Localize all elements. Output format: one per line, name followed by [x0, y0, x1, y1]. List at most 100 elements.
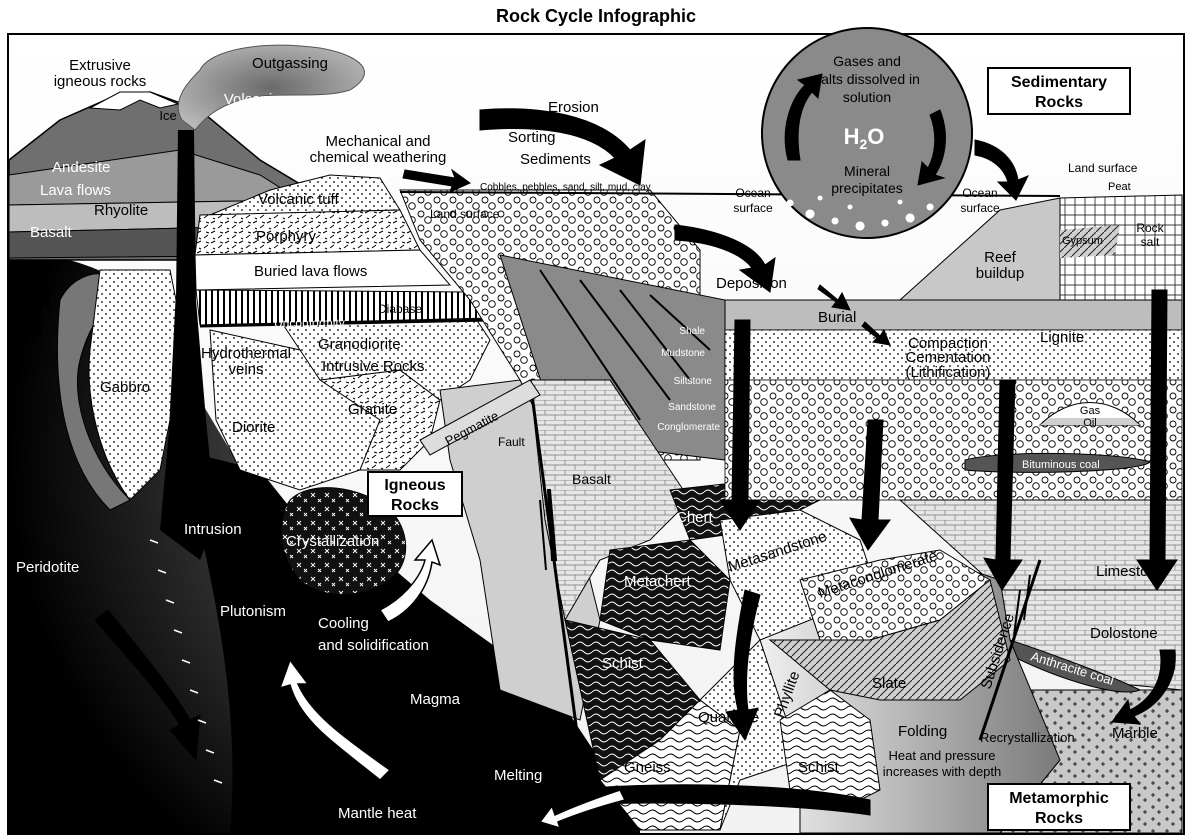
label-rock-salt-2: salt: [1141, 235, 1160, 249]
sed-down-arrow-3: [983, 379, 1023, 591]
conglomerate-layer-right: [724, 379, 1183, 501]
label-limestone: Limestone: [1096, 563, 1165, 580]
oil-band: [1040, 418, 1140, 425]
label-reef-2: buildup: [976, 265, 1024, 282]
label-gas: Gas: [1080, 405, 1101, 417]
label-buried-lava: Buried lava flows: [254, 263, 367, 280]
label-ocean-surface-2a: Ocean: [962, 186, 997, 200]
label-sediments: Sediments: [520, 151, 591, 168]
label-diabase: Diabase: [378, 302, 422, 316]
label-ocean-surface-1a: Ocean: [735, 186, 770, 200]
melting-return-arrow: [538, 789, 627, 830]
label-sorting: Sorting: [508, 129, 556, 146]
label-compaction-1: Compaction: [908, 335, 988, 352]
label-burial: Burial: [818, 309, 856, 326]
label-fault: Fault: [498, 435, 525, 449]
label-cooling-1: Cooling: [318, 615, 369, 632]
volcanic-conduit: [160, 130, 216, 560]
mantle-up-arrow: [27, 289, 51, 336]
label-hydrothermal-2: veins: [228, 361, 263, 378]
label-chert: Chert: [676, 509, 714, 526]
label-slate: Slate: [872, 675, 906, 692]
label-plutonism: Plutonism: [220, 603, 286, 620]
igneous-box-label-1: Igneous: [384, 477, 445, 494]
label-conglomerate: Conglomerate: [657, 422, 720, 433]
label-gneiss: Gneiss: [624, 759, 671, 776]
phyllite-slate-body: [768, 579, 1011, 701]
label-mantle-heat: Mantle heat: [338, 805, 417, 822]
label-extrusive-2: igneous rocks: [54, 73, 147, 90]
fault-arrows: [539, 489, 1031, 636]
gases-label-line-3: solution: [843, 89, 891, 105]
label-andesite: Andesite: [52, 159, 110, 176]
sedimentary-box-label-1: Sedimentary: [1011, 74, 1107, 91]
label-mech-1: Mechanical and: [325, 133, 430, 150]
gypsum-band: [1060, 225, 1120, 258]
label-hydrothermal-1: Hydrothermal: [201, 345, 291, 362]
igneous-box-label-2: Rocks: [391, 497, 439, 514]
label-volcanic-tuff: Volcanic tuff: [258, 191, 339, 208]
label-basalt-mid: Basalt: [572, 471, 611, 487]
water-cycle-precip-dots: [786, 195, 934, 231]
metamorphic-box-label-1: Metamorphic: [1009, 790, 1109, 807]
sedimentary-return-arrow: [974, 139, 1030, 201]
label-ocean-surface-1b: surface: [733, 201, 773, 215]
label-granodiorite: Granodiorite: [318, 336, 401, 353]
layer-lines: [539, 269, 711, 421]
metamorphic-box: Metamorphic Rocks: [987, 783, 1131, 831]
label-diorite: Diorite: [232, 419, 275, 436]
water-arrow-left: [784, 73, 823, 161]
melting-arrow: [559, 784, 871, 816]
label-intrusion: Intrusion: [184, 521, 242, 538]
label-crystallization: Crystallization: [286, 533, 379, 550]
label-cobbles: Cobbles, pebbles, sand, silt, mud, clay: [480, 182, 651, 193]
erosion-arrow: [479, 108, 646, 186]
label-extrusive-1: Extrusive: [69, 57, 131, 74]
sed-down-arrow-4: [1136, 289, 1178, 591]
mantle-down-arrow: [94, 609, 201, 762]
label-mudstone: Mudstone: [661, 348, 705, 359]
label-shale: Shale: [679, 326, 705, 337]
mantle-boundary-ticks: [149, 539, 223, 784]
unconformity-line: [199, 318, 491, 328]
label-siltstone: Siltstone: [674, 376, 713, 387]
deposition-arrow: [674, 224, 776, 293]
subsidence-fault: [978, 559, 1042, 741]
label-basalt-top: Basalt: [30, 224, 73, 241]
label-melting: Melting: [494, 767, 542, 784]
cooling-arrow: [378, 538, 442, 623]
label-marble: Marble: [1112, 725, 1158, 742]
label-erosion: Erosion: [548, 99, 599, 116]
label-quartzite: Quartzite: [698, 709, 759, 726]
label-granite: Granite: [348, 401, 397, 418]
sed-down-arrow-1: [719, 319, 761, 531]
label-lignite: Lignite: [1040, 329, 1084, 346]
label-porphyry: Porphyry: [256, 228, 317, 245]
label-outgassing: Outgassing: [252, 55, 328, 72]
sedimentary-box-label-2: Rocks: [1035, 94, 1083, 111]
gases-label-line-1: Gases and: [833, 53, 901, 69]
label-recrystallization: Recrystallization: [980, 730, 1075, 745]
metamorphic-arrow-1: [725, 589, 761, 742]
buried-lava-layer: [194, 249, 452, 291]
sedimentary-box: Sedimentary Rocks: [987, 67, 1131, 115]
weathering-arrow: [402, 168, 471, 193]
precip-label-line-1: Mineral: [844, 163, 890, 179]
label-heat-pressure-1: Heat and pressure: [889, 748, 996, 763]
label-land-surface-1: Land surface: [430, 207, 500, 221]
label-gabbro: Gabbro: [100, 379, 150, 396]
anthracite-coal-seam: [1009, 639, 1142, 693]
label-deposition: Deposition: [716, 275, 787, 292]
metamorphic-box-label-2: Rocks: [1035, 810, 1083, 827]
igneous-box: Igneous Rocks: [367, 471, 463, 517]
label-ice: Ice: [159, 108, 176, 123]
burial-arrow: [817, 284, 851, 311]
gases-label-line-2: salts dissolved in: [814, 71, 920, 87]
water-arrow-right: [917, 109, 946, 186]
page-title: Rock Cycle Infographic: [495, 6, 697, 26]
label-compaction-2: Cementation: [905, 349, 990, 366]
volcano-snowcap: [88, 91, 180, 111]
compaction-arrow: [861, 321, 891, 346]
sed-down-arrow-2: [849, 419, 891, 551]
label-ocean-surface-2b: surface: [960, 201, 1000, 215]
